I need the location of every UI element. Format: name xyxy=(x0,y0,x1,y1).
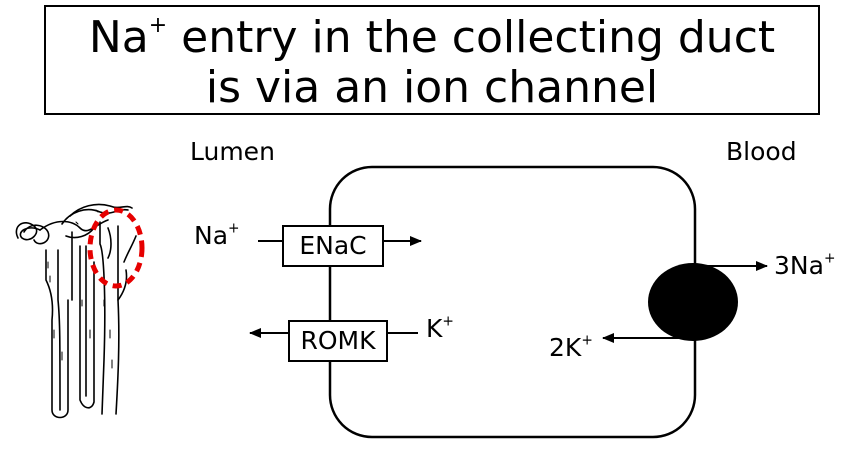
blood-label: Blood xyxy=(726,137,797,166)
romk-channel: ROMK xyxy=(288,320,388,362)
highlight-circle xyxy=(87,207,145,289)
title-line-1-rest: entry in the collecting duct xyxy=(167,12,776,63)
lumen-label: Lumen xyxy=(190,137,275,166)
title-na-charge: + xyxy=(148,13,168,39)
title-na: Na xyxy=(88,12,149,63)
k-out-label: K+ xyxy=(426,313,454,343)
na-out-label: 3Na+ xyxy=(774,250,836,280)
title-line-2: is via an ion channel xyxy=(205,62,659,113)
romk-label: ROMK xyxy=(300,326,376,355)
k-in-label: 2K+ xyxy=(549,332,593,362)
na-k-pump-icon xyxy=(648,263,738,341)
nephron-illustration-icon xyxy=(15,203,137,419)
na-in-label: Na+ xyxy=(194,220,240,250)
enac-channel: ENaC xyxy=(282,225,384,267)
title-box: Na+ entry in the collecting duct is via … xyxy=(44,5,820,115)
title-line-1: Na+ entry in the collecting duct xyxy=(46,13,818,63)
enac-label: ENaC xyxy=(299,231,367,260)
cell-outline xyxy=(328,165,697,439)
